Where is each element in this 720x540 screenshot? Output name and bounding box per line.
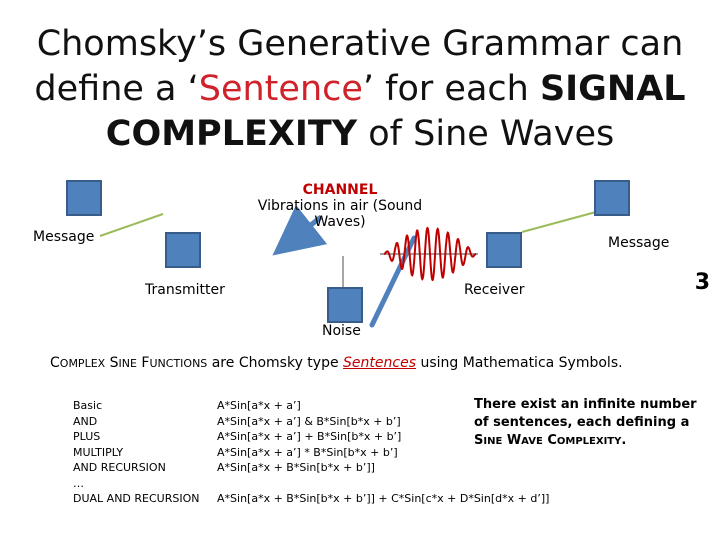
note-text: INE	[483, 436, 503, 447]
noise-label: Noise	[322, 323, 361, 339]
slide-title: Chomsky’s Generative Grammar can define …	[20, 22, 700, 157]
note-text: S	[474, 433, 484, 448]
title-line-3: COMPLEXITY of Sine Waves	[20, 112, 700, 157]
list-item: A*Sin[a*x + B*Sin[b*x + b’]] + C*Sin[c*x…	[217, 492, 550, 505]
channel-title: CHANNEL	[302, 182, 378, 198]
receiver-to-message-line	[521, 211, 597, 233]
list-item: AND RECURSION	[73, 461, 166, 474]
list-item: A*Sin[a*x + a’] & B*Sin[b*x + b’]	[217, 414, 401, 428]
list-item: …	[73, 476, 84, 490]
title-text: ’ for each	[362, 69, 540, 109]
channel-label: CHANNEL Vibrations in air (Sound Waves)	[240, 182, 440, 230]
transmitter-label: Transmitter	[145, 282, 225, 298]
message-to-transmitter-line	[99, 213, 164, 237]
desc-text: S	[105, 355, 119, 371]
page-number: 3	[694, 270, 710, 295]
note-line-2: of sentences, each defining a	[474, 415, 690, 430]
desc-text: F	[136, 355, 150, 371]
note-text: .	[621, 433, 627, 448]
channel-desc-line-1: Vibrations in air (Sound	[257, 198, 423, 214]
operation-expressions: A*Sin[a*x + a’] A*Sin[a*x + a’] & B*Sin[…	[217, 398, 549, 507]
message-left-label: Message	[33, 229, 95, 245]
arrow-icon	[369, 235, 417, 328]
list-item: A*Sin[a*x + a’] * B*Sin[b*x + b’]	[217, 445, 398, 459]
list-item: Basic	[73, 399, 103, 412]
list-item	[217, 476, 549, 492]
infinite-sentences-note: There exist an infinite number of senten…	[474, 396, 714, 451]
channel-desc-line-2: Waves)	[314, 214, 366, 230]
description-text: COMPLEX SINE FUNCTIONS are Chomsky type …	[50, 355, 623, 371]
transmitter-box	[165, 232, 201, 268]
title-text: define a ‘	[34, 69, 199, 109]
list-item: A*Sin[a*x + a’] + B*Sin[b*x + b’]	[217, 430, 402, 443]
operation-labels: Basic AND PLUS MULTIPLY AND RECURSION … …	[73, 398, 199, 507]
list-item: PLUS	[73, 430, 101, 443]
message-right-label: Message	[608, 235, 670, 251]
list-item: DUAL AND RECURSION	[73, 492, 200, 505]
desc-text: INE	[118, 357, 137, 370]
title-line-1: Chomsky’s Generative Grammar can	[36, 24, 684, 64]
arrow-icon	[272, 204, 328, 256]
receiver-box	[486, 232, 522, 268]
receiver-label: Receiver	[464, 282, 525, 298]
desc-text: using Mathematica Symbols.	[416, 355, 623, 371]
note-line-1: There exist an infinite number	[474, 397, 697, 412]
list-item: A*Sin[a*x + B*Sin[b*x + b’]]	[217, 461, 375, 474]
title-complexity-word: COMPLEXITY	[105, 114, 358, 154]
desc-text: UNCTIONS	[149, 357, 208, 370]
noise-source-box	[327, 287, 363, 323]
list-item: A*Sin[a*x + a’]	[217, 399, 301, 412]
list-item: MULTIPLY	[73, 445, 124, 459]
title-sentence-word: Sentence	[198, 69, 363, 109]
note-text: C	[542, 433, 557, 448]
note-text: AVE	[521, 436, 543, 447]
desc-text: C	[50, 355, 60, 371]
message-destination-box	[594, 180, 630, 216]
desc-sentences-word: Sentences	[343, 355, 416, 371]
note-text: OMPLEXITY	[556, 436, 622, 447]
title-signal-word: SIGNAL	[539, 69, 686, 109]
note-line-3: SINE WAVE COMPLEXITY.	[474, 432, 714, 451]
list-item: AND	[73, 414, 98, 428]
sound-wave-icon	[380, 226, 478, 282]
title-text: of Sine Waves	[357, 114, 615, 154]
desc-text: OMPLEX	[59, 357, 106, 370]
message-source-box	[66, 180, 102, 216]
desc-text: are Chomsky type	[207, 355, 344, 371]
title-line-2: define a ‘Sentence’ for each SIGNAL	[20, 67, 700, 112]
note-text: W	[502, 433, 522, 448]
